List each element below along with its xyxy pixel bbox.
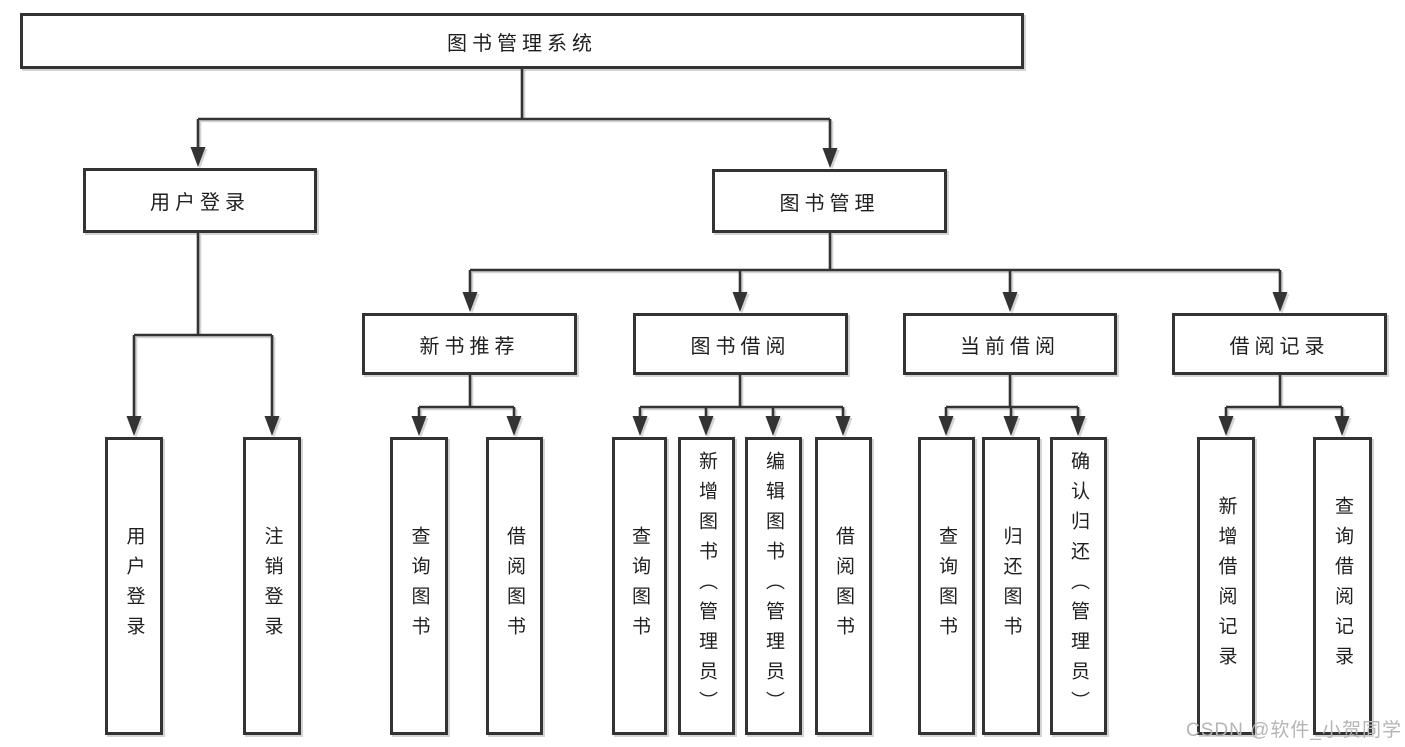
arrowhead-icon [1070,416,1086,436]
arrowhead-icon [1218,416,1234,436]
connector-new-book-children [417,375,516,419]
node-label: 图书借阅 [690,335,791,358]
leaf-borrow-books: 借阅图书 [815,437,872,735]
arrowhead-icon [411,416,427,436]
node-book-borrowing: 图书借阅 [633,313,848,375]
arrowhead-icon [765,416,781,436]
node-label: 查询借阅记录 [1332,496,1353,676]
node-current-borrowing: 当前借阅 [903,313,1117,375]
node-label: 查询图书 [936,526,957,646]
arrowhead-icon [190,147,206,167]
connector-user-login-children [132,233,274,419]
node-label: 查询图书 [629,526,650,646]
node-label: 新增图书（管理员） [696,451,717,721]
node-user-login: 用户登录 [83,168,317,233]
leaf-return-book: 归还图书 [982,437,1040,735]
node-label: 借阅图书 [833,526,854,646]
node-label: 归还图书 [1000,526,1022,646]
connector-book-management-children [468,233,1282,295]
node-label: 用户登录 [150,192,250,214]
node-label: 借阅记录 [1229,335,1330,358]
node-borrowing-records: 借阅记录 [1172,313,1387,375]
leaf-query-books-recommend: 查询图书 [390,437,448,735]
arrowhead-icon [264,416,280,436]
node-label: 编辑图书（管理员） [763,451,784,721]
leaf-borrow-books-recommend: 借阅图书 [486,437,543,735]
leaf-logout: 注销登录 [243,437,301,735]
arrowhead-icon [1272,292,1288,312]
node-label: 注销登录 [261,526,283,646]
leaf-confirm-return-admin: 确认归还（管理员） [1050,437,1107,735]
node-label: 查询图书 [408,526,430,646]
arrowhead-icon [835,416,851,436]
node-label: 新书推荐 [419,335,520,358]
leaf-edit-book-admin: 编辑图书（管理员） [745,437,802,735]
connector-current-borrow-children [944,375,1080,419]
node-label: 当前借阅 [960,335,1060,358]
arrowhead-icon [1003,416,1019,436]
node-library-system: 图书管理系统 [20,13,1024,69]
arrowhead-icon [126,416,142,436]
arrowhead-icon [1334,416,1350,436]
leaf-query-books-current: 查询图书 [918,437,975,735]
leaf-user-login: 用户登录 [105,437,163,735]
arrowhead-icon [506,416,522,436]
connector-paths [132,68,1344,419]
arrowhead-icon [462,292,478,312]
arrowhead-icon [1002,292,1018,312]
node-label: 图书管理系统 [447,32,597,55]
watermark: CSDN @软件_小贺同学 [1186,720,1402,741]
arrowhead-icon [632,416,648,436]
node-label: 借阅图书 [504,526,525,646]
node-label: 图书管理 [779,192,880,215]
node-new-book-recommendation: 新书推荐 [362,313,577,375]
leaf-query-books-borrow: 查询图书 [612,437,667,735]
leaf-add-borrow-record: 新增借阅记录 [1197,437,1255,735]
node-label: 用户登录 [123,526,145,646]
leaf-query-borrow-record: 查询借阅记录 [1313,437,1372,735]
connector-root-to-level2 [196,68,832,151]
node-book-management: 图书管理 [712,169,947,233]
arrowhead-icon [822,148,838,168]
arrowheads [126,147,1350,436]
node-label: 新增借阅记录 [1215,496,1237,676]
leaf-add-book-admin: 新增图书（管理员） [678,437,735,735]
connector-borrow-record-children [1224,375,1344,419]
node-label: 确认归还（管理员） [1068,451,1089,721]
arrowhead-icon [732,292,748,312]
arrowhead-icon [938,416,954,436]
arrowhead-icon [698,416,714,436]
connector-book-borrow-children [638,375,845,419]
